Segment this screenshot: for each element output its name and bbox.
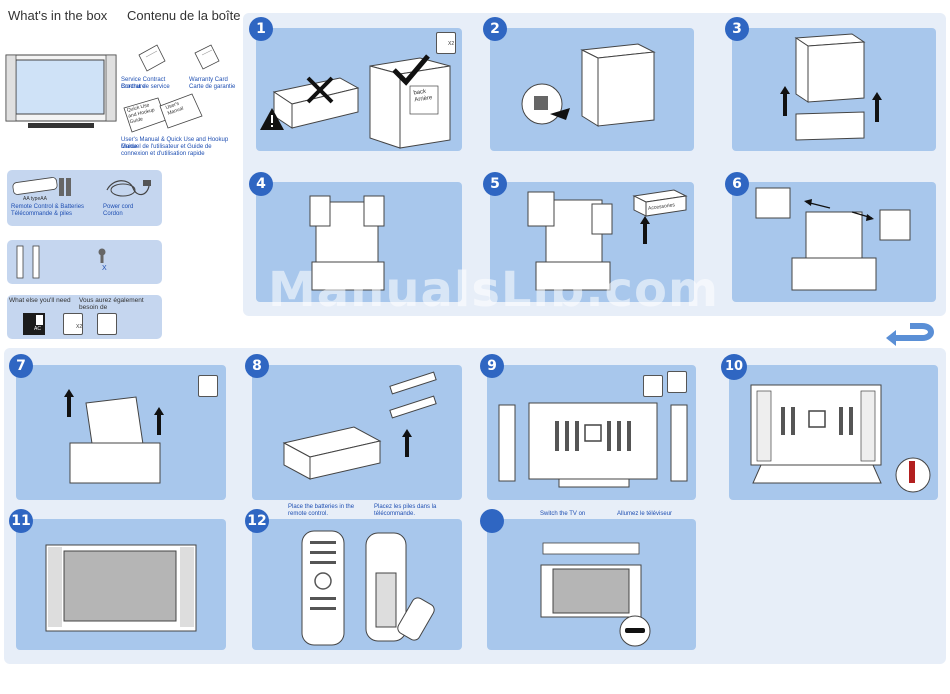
cord-plug-icon [895,457,931,493]
needed-title-en: What else you'll need [9,297,71,304]
step-number: 9 [480,354,504,378]
step-13-panel [487,519,696,650]
warning-icon [260,108,284,130]
service-contract-label-fr: Contrat de service [121,84,170,90]
power-cord-icon [106,180,151,197]
step-10-panel [729,365,938,500]
battery-type-label: AA typeAA [23,196,47,202]
step-number: 5 [483,172,507,196]
up-arrow-icon [64,389,74,417]
step-number: 10 [721,354,747,380]
remote-label-fr: Télécommande & piles [11,211,73,217]
manual-label-fr: Manuel de l'utilisateur et Guide de conn… [121,144,212,157]
box-side-icon [580,43,656,127]
person-icon [198,375,218,397]
up-arrow-icon [872,92,882,122]
step-number: 12 [245,509,269,533]
batteries-instruction-en: Place the batteries in the remote contro… [288,504,355,517]
screw-icon [98,248,106,263]
step-number: 2 [483,17,507,41]
step-4-panel [256,182,462,302]
step-1-panel: back Arrière X2 [256,28,462,151]
service-contract-label: Service Contract Brochure [121,77,166,90]
lift-box-icon [794,33,866,141]
step-number: 3 [725,17,749,41]
control-strip-icon [542,542,640,555]
section-title-fr: Contenu de la boîte [127,8,241,23]
step-5-panel: Accessories [490,182,694,302]
watermark-text: ManualsLib.com [268,262,719,318]
step-2-panel [490,28,694,151]
needed-panel: What else you'll need Vous aurez égaleme… [7,295,162,339]
tv-in-base-icon [69,396,161,484]
step-number: 6 [725,172,749,196]
step-number: 8 [245,354,269,378]
box-flat-icon [272,76,360,129]
turn-page-arrow-icon [886,323,934,346]
step-number: 1 [249,17,273,41]
step-8-panel [252,365,462,500]
up-arrow-icon [780,86,790,116]
step-number: 7 [9,354,33,378]
up-arrow-icon [154,407,164,435]
box-upright-icon [369,54,451,149]
accessories-panel: AA typeAA Remote Control & Batteries Tél… [7,170,162,226]
remote-back-icon [365,532,435,642]
wall-outlet-icon [23,313,45,335]
tv-illustration [5,54,117,128]
screwdriver-icon [97,313,117,335]
step-12-panel [252,519,462,650]
needed-title-fr: Vous aurez également besoin de [79,297,144,311]
screw-quantity: X [102,265,107,272]
screw-icon [643,375,663,397]
two-people-icon [63,313,83,335]
remove-foam-icon [755,187,911,291]
warranty-card-icon [194,44,220,70]
switch-on-instruction-fr: Allumez le téléviseur [617,511,673,517]
packed-tv-icon [527,191,613,291]
tv-front-icon [45,544,197,632]
people-quantity: X2 [76,324,83,330]
power-cord-label: Power cord [103,204,134,210]
remote-control-icon [12,177,71,196]
warranty-card-label: Warranty Card [189,77,228,83]
step-3-panel [732,28,936,151]
two-people-icon [436,32,456,54]
power-cord-label-fr: Cordon [103,211,123,217]
remote-front-icon [301,530,345,646]
tv-rear-with-brackets-icon [498,402,688,488]
cut-strap-icon [521,83,570,125]
screws-panel: X [7,240,162,284]
up-arrow-icon [640,216,650,244]
remote-label: Remote Control & Batteries [11,204,85,210]
bracket-icon [16,245,40,279]
step-11-panel [16,519,226,650]
batteries-instruction-fr: Placez les piles dans la télécommande. [374,504,437,517]
up-arrow-icon [402,429,412,457]
packed-tv-icon [309,195,385,291]
step-number: 4 [249,172,273,196]
outlet-label: AC [34,326,41,332]
power-button-icon [619,615,651,647]
step-7-panel [16,365,226,500]
warranty-card-label-fr: Carte de garantie [189,84,236,90]
manual-books-icon [123,93,203,133]
section-title-en: What's in the box [8,8,108,23]
step-9-panel [487,365,696,500]
people-quantity: X2 [448,41,455,47]
tv-front-icon [540,564,642,618]
tv-rear-on-stand-icon [750,384,882,484]
step-number [480,509,504,533]
open-box-icon [282,426,382,480]
screwdriver-icon [667,371,687,393]
step-number: 11 [9,509,33,533]
step-6-panel [732,182,936,302]
stand-bars-icon [389,371,437,419]
brochure-icon [138,44,166,72]
manual-label: User's Manual & Quick Use and Hookup Gui… [121,137,229,150]
accessory-box-icon [632,189,688,217]
switch-on-instruction-en: Switch the TV on [540,511,586,517]
